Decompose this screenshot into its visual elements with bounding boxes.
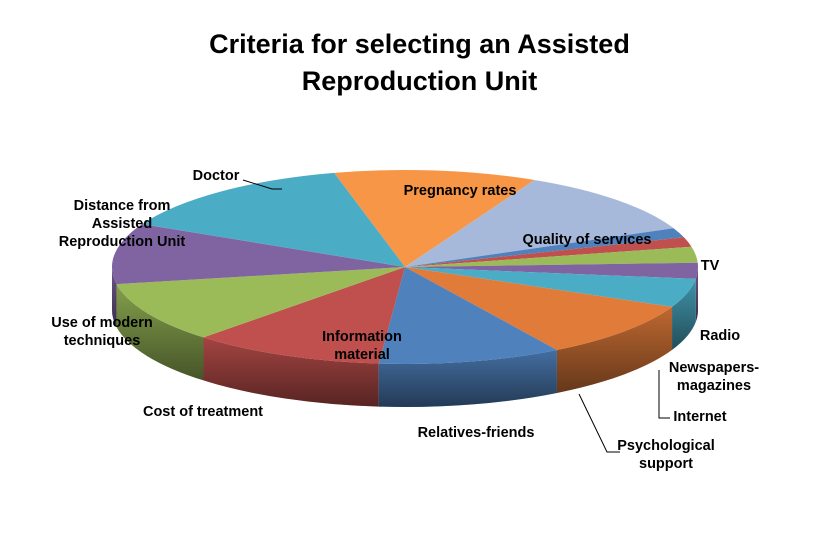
pie-slices <box>111 170 699 364</box>
label-line: Reproduction Unit <box>59 234 186 250</box>
label-line: Newspapers- <box>669 360 759 376</box>
slice-pregnancy-rates <box>334 170 535 267</box>
slice-distance-from-unit <box>111 224 406 285</box>
label-line: Pregnancy rates <box>404 183 517 199</box>
label-line: Quality of services <box>523 232 652 248</box>
label-quality-of-services: Quality of services <box>523 232 652 248</box>
pie-side-psychological-support <box>672 278 696 350</box>
pie-side-shade <box>112 267 117 328</box>
pie-side-shade <box>203 337 379 407</box>
label-line: Relatives-friends <box>418 425 535 441</box>
slice-cost-of-treatment <box>203 267 405 364</box>
pie-side-shade <box>116 284 204 381</box>
slice-radio <box>405 237 692 267</box>
label-newspapers-magazines: Newspapers-magazines <box>669 360 759 394</box>
chart-title-line-1: Criteria for selecting an Assisted <box>209 29 630 59</box>
label-cost-of-treatment: Cost of treatment <box>143 404 263 420</box>
label-line: techniques <box>64 333 141 349</box>
label-use-of-modern-techniques: Use of modern techniques <box>51 315 153 349</box>
label-relatives-friends: Relatives-friends <box>418 425 535 441</box>
slice-newspapers-magazines <box>405 246 698 267</box>
label-internet: Internet <box>673 409 726 425</box>
label-radio: Radio <box>700 328 740 344</box>
pie-depth-sides <box>112 267 698 407</box>
leader-line-internet <box>658 370 670 419</box>
leader-line-doctor <box>242 179 282 190</box>
slice-use-of-modern-techniques <box>116 267 405 338</box>
slice-tv <box>405 228 684 267</box>
pie-side-relatives-friends <box>556 306 673 393</box>
label-line: Distance from <box>74 198 171 214</box>
label-line: Use of modern <box>51 315 153 331</box>
slice-relatives-friends <box>405 267 673 350</box>
slice-quality-of-services <box>405 179 674 267</box>
pie-side-information-material <box>378 349 557 407</box>
chart-title: Criteria for selecting an Assisted Repro… <box>0 26 839 100</box>
pie-side-shade <box>556 306 673 393</box>
label-psychological-support: Psychological support <box>617 438 715 472</box>
label-line: Doctor <box>193 168 240 184</box>
label-information-material: Information material <box>322 329 402 363</box>
pie-side-cost-of-treatment <box>203 337 379 407</box>
label-line: Internet <box>673 409 726 425</box>
label-line: Assisted <box>92 216 152 232</box>
label-line: Radio <box>700 328 740 344</box>
leader-line-psychological-support <box>578 393 620 453</box>
slice-information-material <box>378 267 557 364</box>
label-pregnancy-rates: Pregnancy rates <box>404 183 517 199</box>
slice-internet <box>405 262 699 279</box>
pie-side-shade <box>695 267 698 322</box>
pie-side-shade <box>378 349 557 407</box>
pie-side-internet <box>695 267 698 322</box>
label-doctor: Doctor <box>193 168 240 184</box>
label-line: Information <box>322 329 402 345</box>
label-line: magazines <box>677 378 751 394</box>
label-tv: TV <box>701 258 720 274</box>
label-line: Psychological <box>617 438 715 454</box>
pie-side-shade <box>672 278 696 350</box>
label-line: TV <box>701 258 720 274</box>
label-line: material <box>334 347 390 363</box>
slice-doctor <box>142 172 405 267</box>
pie-side-use-of-modern-techniques <box>116 284 204 381</box>
chart-title-line-2: Reproduction Unit <box>301 66 538 96</box>
label-line: support <box>639 456 693 472</box>
leader-lines <box>242 179 670 453</box>
slice-psychological-support <box>405 267 696 307</box>
pie-side-distance-from-unit <box>112 267 117 328</box>
label-line: Cost of treatment <box>143 404 263 420</box>
